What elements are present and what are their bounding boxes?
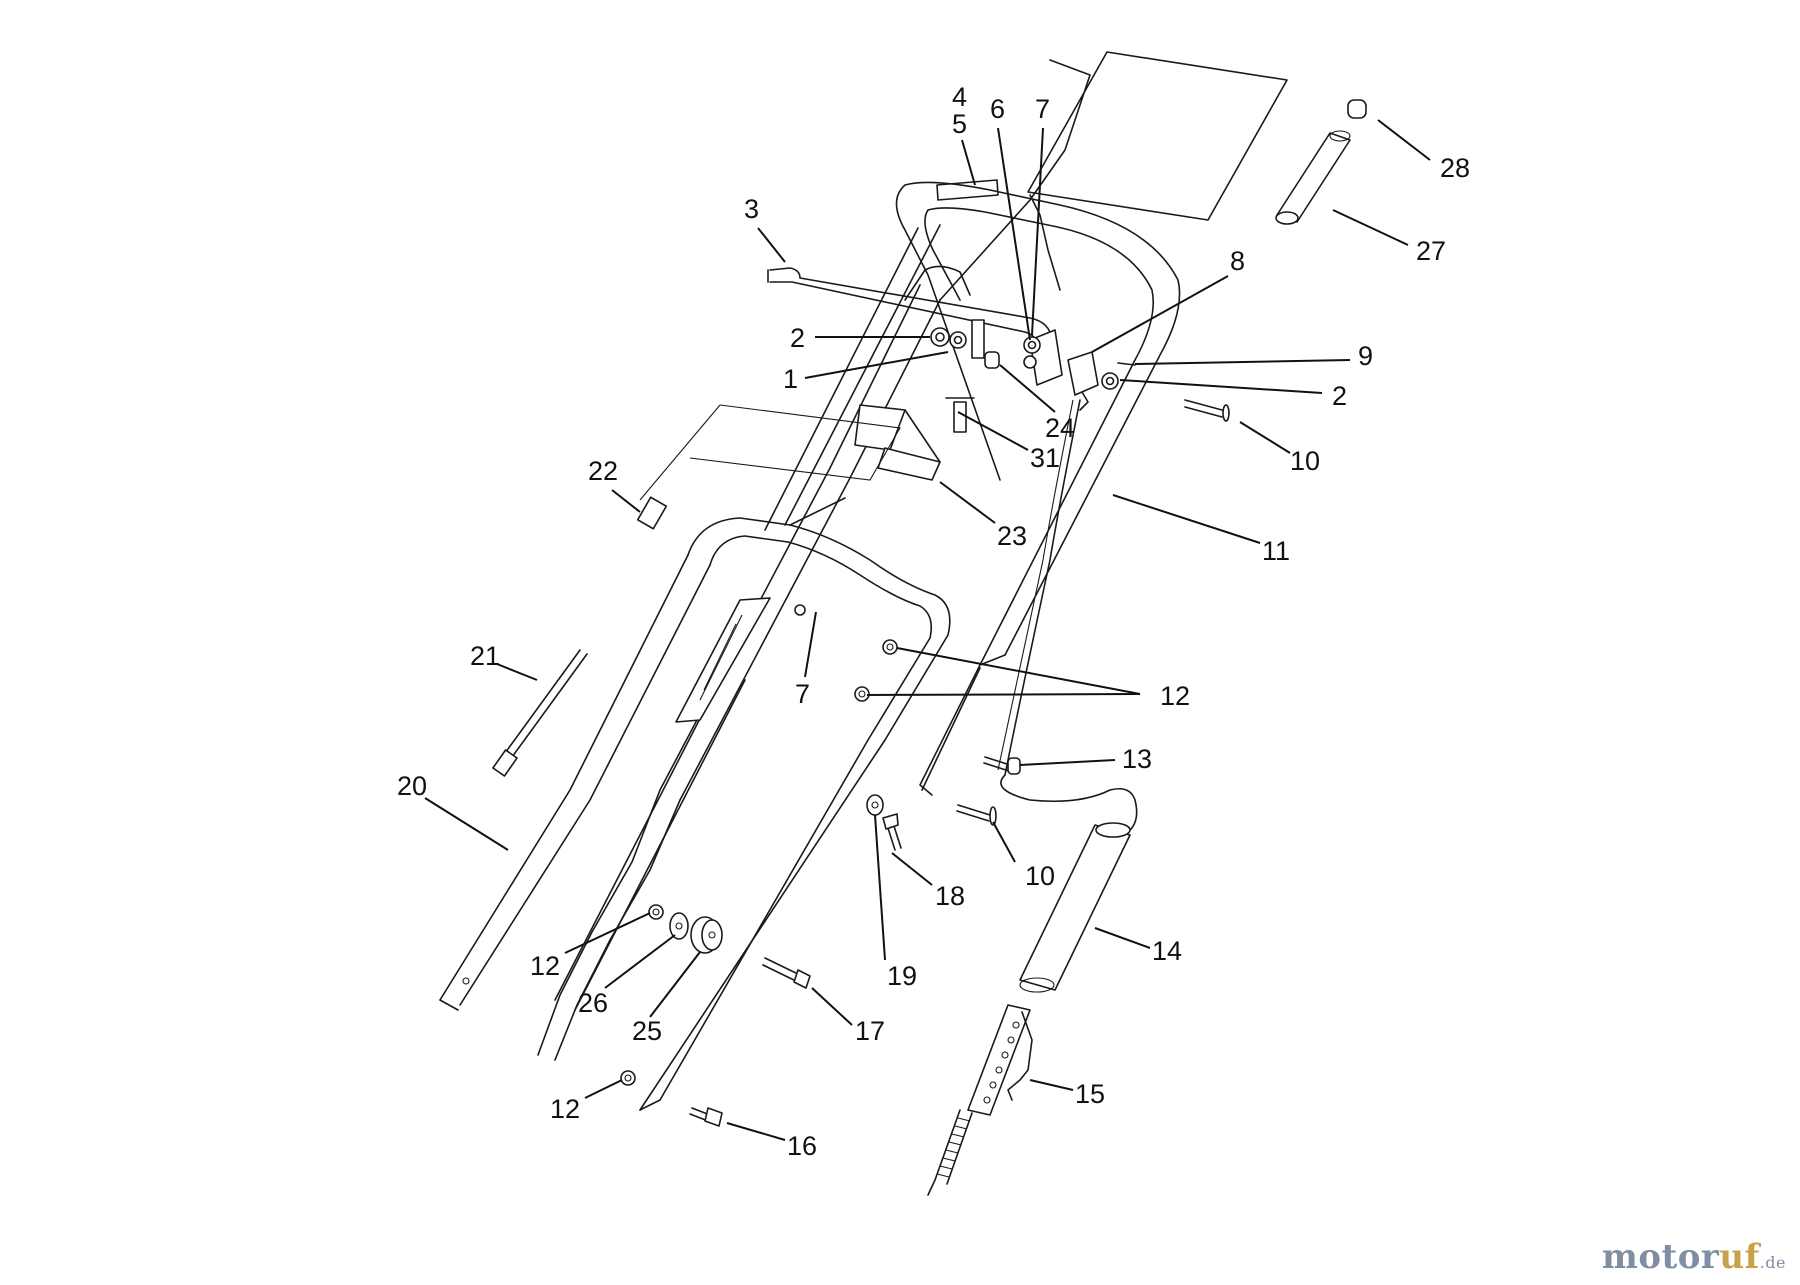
callout-label: 28 [1440, 153, 1470, 183]
center-rail [784, 224, 941, 526]
callout-label: 4 [952, 82, 967, 112]
callout-label: 19 [887, 961, 917, 991]
callouts: 2 1 3 4 5 6 7 8 9 2 10 11 24 31 23 22 21 [397, 82, 1470, 1161]
callout-label: 10 [1025, 861, 1055, 891]
handle-bracket [854, 404, 941, 481]
cable-clip [945, 397, 975, 433]
pivot-bracket [1023, 329, 1136, 411]
callout-label: 3 [744, 194, 759, 224]
callout-label: 16 [787, 1131, 817, 1161]
callout-label: 31 [1030, 443, 1060, 473]
bolt-lower-10 [956, 804, 997, 826]
manual-sheet [1027, 51, 1288, 221]
callout-label: 12 [530, 951, 560, 981]
callout-label: 11 [1262, 536, 1290, 566]
spring-clip [1007, 1011, 1033, 1101]
callout-label: 21 [470, 641, 500, 671]
slotted-plate [675, 597, 771, 723]
callout-label: 9 [1358, 341, 1373, 371]
bolt-21 [689, 1107, 723, 1127]
callout-label: 5 [952, 109, 967, 139]
callout-label: 23 [997, 521, 1027, 551]
callout-label: 24 [1045, 413, 1075, 443]
callout-label: 20 [397, 771, 427, 801]
callout-label: 12 [550, 1094, 580, 1124]
knob-22 [690, 916, 723, 954]
bolt-18 [882, 813, 902, 851]
watermark-main: motor [1601, 1237, 1720, 1277]
rod-25 [492, 649, 588, 777]
nut-12-a [882, 639, 898, 655]
nut-12-c [648, 904, 664, 920]
lower-handle [439, 497, 951, 1111]
site-watermark: motoruf.de [1602, 1237, 1786, 1277]
watermark-suffix: .de [1759, 1253, 1786, 1272]
adjuster-plate [967, 1004, 1031, 1116]
callout-label: 26 [578, 988, 608, 1018]
callout-label: 25 [632, 1016, 662, 1046]
bushings [930, 319, 1000, 369]
callout-label: 2 [1332, 381, 1347, 411]
callout-label: 10 [1290, 446, 1320, 476]
bolt-13 [983, 756, 1021, 775]
callout-label: 13 [1122, 744, 1152, 774]
bolt-upper [1184, 399, 1230, 422]
callout-label: 1 [783, 364, 798, 394]
callout-label: 27 [1416, 236, 1446, 266]
nut-12-d [620, 1070, 636, 1086]
callout-label: 15 [1075, 1079, 1105, 1109]
spring [927, 1109, 973, 1196]
callout-label: 17 [855, 1016, 885, 1046]
control-cable [1000, 399, 1138, 831]
washer-23 [669, 912, 689, 940]
bolt-20 [762, 957, 811, 989]
callout-label: 12 [1160, 681, 1190, 711]
callout-label: 2 [790, 323, 805, 353]
tube-cap [1347, 99, 1367, 119]
manual-tube [1275, 130, 1351, 225]
upper-handle [537, 179, 1181, 1061]
callout-label: 7 [1035, 94, 1050, 124]
callout-label: 6 [990, 94, 1005, 124]
callout-label: 14 [1152, 936, 1182, 966]
callout-label: 7 [795, 679, 810, 709]
bail-loop [904, 265, 971, 301]
watermark-accent: uf [1719, 1237, 1760, 1277]
callout-label: 18 [935, 881, 965, 911]
bail-rod [939, 59, 1091, 301]
manual-box-outline [689, 404, 901, 481]
nut-7 [794, 604, 806, 616]
cable-grip [1019, 822, 1131, 993]
callout-label: 22 [588, 456, 618, 486]
cap-26 [636, 496, 668, 530]
callout-label: 8 [1230, 246, 1245, 276]
